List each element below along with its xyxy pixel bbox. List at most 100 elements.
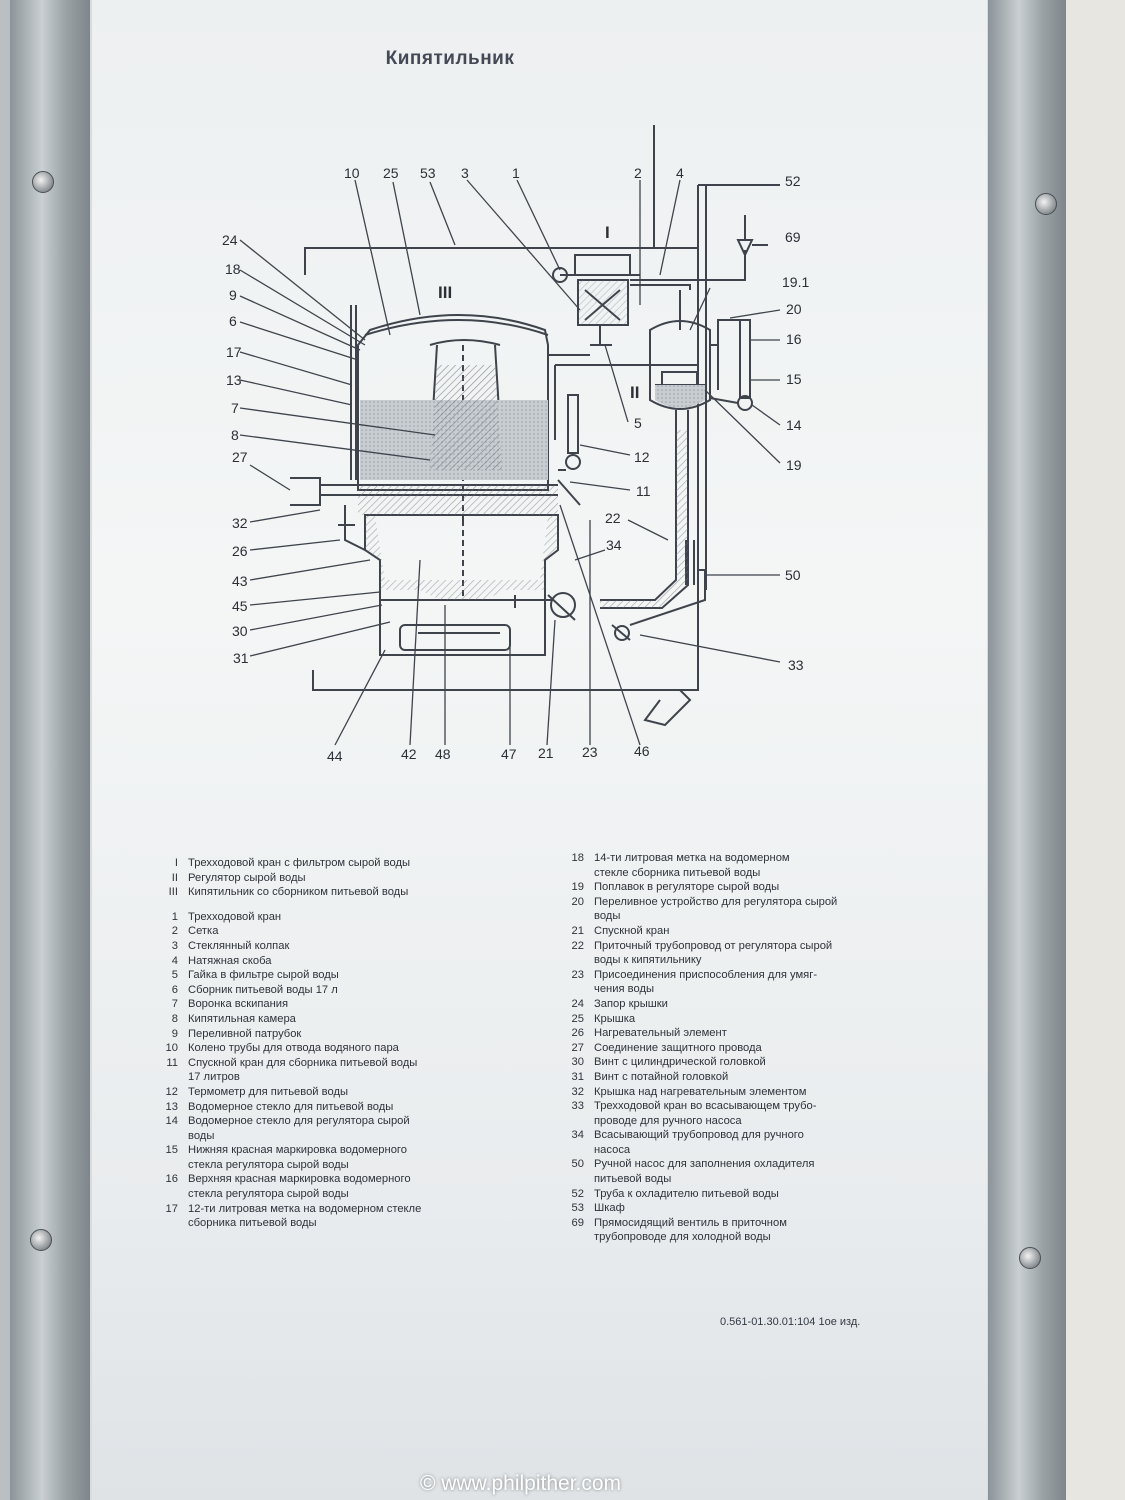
callout-22: 22 [605, 510, 621, 526]
legend-item-text: Крышка [594, 1012, 636, 1025]
legend-item-text: Трехходовой кран с фильтром сырой воды [188, 857, 411, 869]
legend-item-continuation: воды [188, 1129, 215, 1142]
legend-item-number: 27 [571, 1041, 584, 1054]
legend-spacer [150, 900, 421, 910]
legend-item-number: 17 [165, 1202, 178, 1215]
callout-14: 14 [786, 417, 802, 433]
callout-46: 46 [634, 743, 650, 759]
legend-item-text: Регулятор сырой воды [188, 871, 306, 884]
callout-1: 1 [512, 165, 520, 181]
legend-item-text: Приточный трубопровод от регулятора сыро… [594, 939, 833, 952]
legend-item-text: Кипятильная камера [188, 1012, 296, 1025]
callout-23: 23 [582, 744, 598, 760]
callout-45: 45 [232, 598, 248, 614]
legend-item-text: Натяжная скоба [188, 954, 272, 967]
legend-item-text: Сборник питьевой воды 17 л [188, 983, 338, 996]
legend-item-text: Колено трубы для отвода водяного пара [188, 1042, 399, 1055]
legend-item-number: 50 [571, 1158, 584, 1171]
callout-2: 2 [634, 165, 642, 181]
callout-31: 31 [233, 650, 249, 666]
callout-26: 26 [232, 543, 248, 559]
screw-top-right [1035, 193, 1057, 215]
callout-7: 7 [231, 400, 239, 416]
legend-item: III Кипятильник со сборником питьевой вод… [150, 885, 421, 900]
legend-item-text: Присоединения приспособления для умяг- [594, 968, 818, 981]
legend-item-text: Нагревательный элемент [594, 1027, 727, 1040]
legend-item-text: Прямосидящий вентиль в приточном [594, 1216, 787, 1229]
page-title: Кипятильник [385, 48, 515, 69]
callout-13: 13 [226, 372, 242, 388]
legend-item-text: Запор крышки [594, 997, 668, 1010]
legend-item-text: Кипятильник со сборником питьевой воды [188, 886, 409, 899]
legend-item-continuation: сборника питьевой воды [188, 1217, 317, 1230]
legend-item-text: Водомерное стекло для питьевой воды [188, 1100, 394, 1113]
callout-18: 18 [225, 261, 241, 277]
legend-item-number: 52 [571, 1187, 584, 1200]
callout-43: 43 [232, 573, 248, 589]
legend-item-number: 69 [571, 1216, 584, 1229]
legend-item-text: Всасывающий трубопровод для ручного [594, 1129, 804, 1142]
legend-item-number: 6 [171, 983, 178, 996]
legend-item-text: Водомерное стекло для регулятора сырой [188, 1115, 410, 1128]
legend-item-number: 10 [165, 1042, 178, 1055]
callout-3: 3 [461, 165, 469, 181]
callout-15: 15 [786, 371, 802, 387]
legend-item-number: 7 [171, 998, 178, 1011]
legend-item-text: Труба к охладителю питьевой воды [594, 1187, 779, 1200]
screw-bottom-left [30, 1229, 52, 1251]
screw-bottom-right [1019, 1247, 1041, 1269]
legend-item-continuation: трубопроводе для холодной воды [594, 1231, 771, 1244]
callout-34: 34 [606, 537, 622, 553]
legend-item-number: III [168, 886, 178, 899]
callout-32: 32 [232, 515, 248, 531]
legend-item-number: 24 [571, 997, 584, 1010]
legend-item-text: Трехходовой кран [188, 910, 282, 923]
legend-item-number: II [171, 871, 178, 884]
legend-item: 2 Сетка [150, 924, 421, 939]
legend-item-continuation: стекле сборника питьевой воды [594, 866, 761, 879]
legend-item: 24 Запор крышки [556, 997, 837, 1012]
legend-item-text: 14-ти литровая метка на водомерном [594, 852, 790, 864]
callout-8: 8 [231, 427, 239, 443]
callout-10: 10 [344, 165, 360, 181]
callout-44: 44 [327, 748, 343, 764]
legend-item-number: 2 [171, 925, 178, 938]
callout-30: 30 [232, 623, 248, 639]
callout-52: 52 [785, 173, 801, 189]
legend-item-number: 25 [571, 1012, 584, 1025]
legend-item-number: 14 [165, 1115, 178, 1128]
legend-item-text: Сетка [188, 925, 219, 938]
legend-item: 25 Крышка [556, 1012, 837, 1027]
callout-20: 20 [786, 301, 802, 317]
zone-label-iii: III [438, 283, 452, 302]
legend-item-continuation: стекла регулятора сырой воды [188, 1158, 349, 1171]
legend-item-number: 19 [571, 881, 584, 894]
callout-19-1: 19.1 [782, 274, 809, 290]
legend-item-number: 3 [171, 939, 178, 952]
legend-item-number: 1 [171, 910, 178, 923]
leader-lines [239, 179, 781, 746]
legend-item-continuation: 17 литров [188, 1071, 240, 1084]
legend-item-text: Переливное устройство для регулятора сыр… [594, 895, 838, 908]
legend-item-continuation: стекла регулятора сырой воды [188, 1188, 349, 1201]
callout-21: 21 [538, 745, 554, 761]
legend-item-text: Соединение защитного провода [594, 1041, 762, 1054]
callout-16: 16 [786, 331, 802, 347]
wall-left [0, 0, 10, 1500]
legend-item-continuation: проводе для ручного насоса [594, 1114, 742, 1127]
